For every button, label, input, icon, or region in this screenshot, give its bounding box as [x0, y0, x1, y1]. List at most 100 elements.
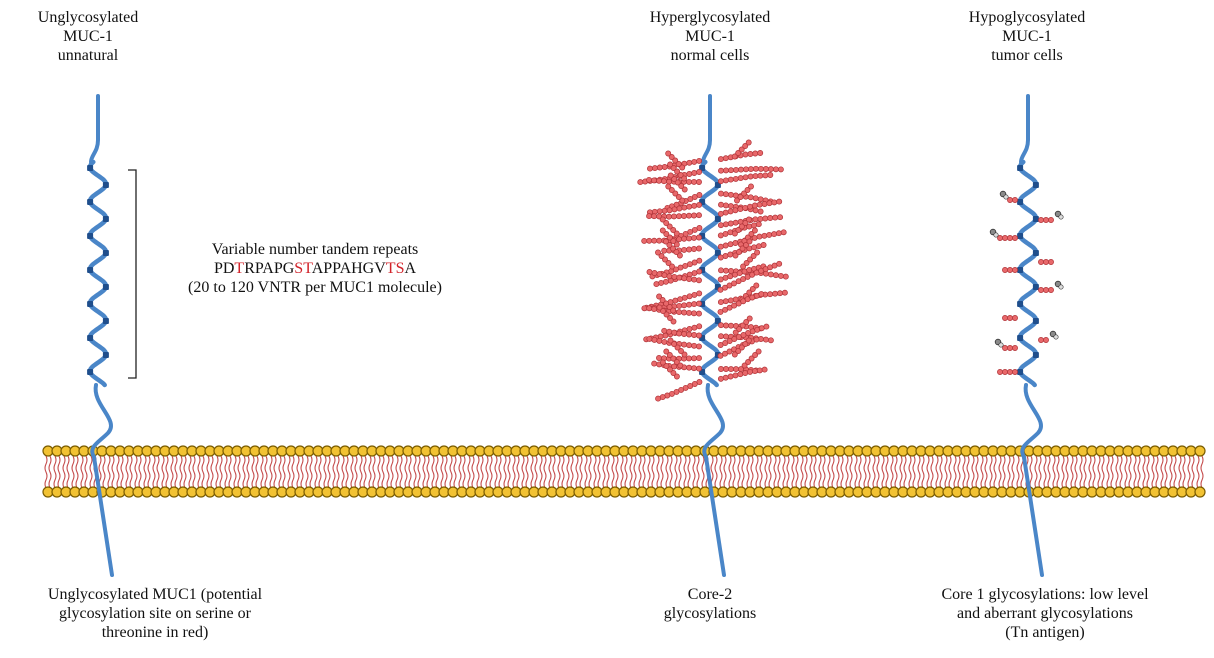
glycan-bead: [691, 291, 698, 298]
glycan-bead: [722, 253, 729, 259]
glycan-bead: [1002, 267, 1008, 273]
glycan-bead: [728, 366, 734, 373]
glycan-bead: [722, 209, 729, 216]
glycan-bead: [1007, 267, 1013, 273]
glycan-bead: [746, 238, 753, 245]
glycan-bead: [656, 271, 663, 278]
glycan-bead: [670, 238, 677, 244]
glycan-bead: [673, 241, 680, 248]
glycan-bead: [676, 236, 683, 243]
glycan-bead: [666, 304, 673, 310]
muc1-coil-stripe: [714, 216, 721, 222]
glycan-bead: [673, 230, 680, 237]
glycan-bead: [1043, 217, 1049, 223]
glycan-bead: [672, 190, 679, 197]
glycan-bead: [686, 276, 693, 282]
glycan-bead: [637, 179, 644, 186]
glycan-bead: [691, 276, 698, 283]
label-unglycosylated-detail: Unglycosylated MUC1 (potential glycosyla…: [47, 586, 263, 641]
unglycosylated-muc1-molecule: [87, 94, 114, 577]
muc1-transmembrane-tail: [92, 455, 114, 577]
glycan-bead: [686, 171, 693, 177]
glycan-bead: [661, 338, 668, 345]
glycan-bead: [723, 322, 729, 329]
glycan-bead: [662, 238, 669, 245]
glycan-bead: [666, 178, 672, 185]
glycan-bead: [676, 213, 682, 220]
glycan-bead: [646, 335, 653, 342]
glycan-bead: [658, 253, 665, 259]
muc1-coil-stripe: [1017, 267, 1024, 273]
glycan-bead: [678, 348, 684, 354]
glycan-bead: [761, 232, 768, 239]
glycan-bead: [762, 166, 769, 172]
glycan-bead: [717, 156, 724, 163]
muc1-coil-stripe: [1017, 165, 1024, 171]
glycan-bead: [656, 177, 662, 184]
muc1-coil-stripe: [1017, 335, 1024, 341]
glycan-bead: [646, 237, 653, 244]
muc1-coil-stripe: [87, 233, 94, 239]
glycan-bead: [666, 234, 673, 241]
glycan-bead: [757, 172, 764, 179]
glycan-bead: [672, 157, 679, 164]
glycan-bead: [1002, 345, 1008, 351]
glycan-bead: [681, 331, 688, 337]
glycan-bead: [666, 366, 673, 373]
glycan-bead: [746, 267, 753, 273]
glycan-bead: [676, 302, 683, 309]
glycan-bead: [662, 278, 669, 285]
glycan-bead: [753, 282, 760, 289]
muc1-coil-stripe: [102, 250, 109, 256]
glycan-bead: [753, 336, 760, 343]
glycan-bead: [742, 151, 749, 158]
tn-antigen-bead: [1003, 194, 1009, 200]
glycan-bead: [651, 270, 658, 276]
glycan-bead: [742, 341, 749, 347]
muc1-stalk-segment: [702, 383, 725, 459]
muc1-n-terminal-segment: [89, 94, 100, 164]
glycan-bead: [656, 208, 663, 215]
glycan-bead: [691, 158, 698, 165]
glycan-bead: [1038, 287, 1044, 293]
glycan-bead: [696, 355, 702, 362]
glycan-bead: [661, 164, 668, 170]
glycan-bead: [749, 286, 756, 292]
glycan-bead: [732, 207, 739, 214]
glycan-bead: [746, 289, 753, 296]
glycan-bead: [766, 231, 773, 238]
glycan-bead: [762, 172, 769, 179]
glycan-bead: [686, 159, 693, 166]
glycan-bead: [676, 330, 683, 337]
glycan-bead: [732, 372, 739, 379]
glycan-bead: [676, 205, 683, 212]
glycan-bead: [670, 307, 677, 314]
glycan-bead: [670, 355, 677, 362]
glycan-bead: [745, 337, 752, 344]
glycan-bead: [735, 227, 742, 233]
hyperglycosylated-muc1-molecule: [637, 94, 789, 577]
muc1-coil-stripe: [1017, 199, 1024, 205]
muc1-coil-stripe: [1032, 250, 1039, 256]
glycan-bead: [1012, 267, 1018, 273]
sequence-residue: PD: [213, 260, 235, 277]
glycosylation-site-residue: ST: [294, 260, 312, 277]
glycan-bead: [691, 324, 698, 331]
glycan-bead: [717, 222, 724, 229]
muc1-stalk-segment: [1020, 383, 1043, 459]
glycan-bead: [1043, 259, 1049, 265]
glycan-bead: [732, 175, 739, 182]
glycan-bead: [1002, 315, 1008, 321]
glycan-bead: [659, 227, 666, 234]
glycan-bead: [742, 370, 749, 376]
glycan-bead: [727, 273, 734, 280]
label-core2: Core-2 glycosylations: [663, 586, 757, 622]
glycan-bead: [780, 229, 787, 236]
muc1-transmembrane-tail: [704, 455, 726, 577]
glycan-bead: [732, 240, 739, 246]
glycan-bead: [747, 368, 753, 375]
glycan-bead: [736, 326, 743, 332]
glycan-bead: [776, 260, 783, 267]
muc1-coil-stripe: [102, 284, 109, 290]
glycan-bead: [718, 267, 724, 274]
